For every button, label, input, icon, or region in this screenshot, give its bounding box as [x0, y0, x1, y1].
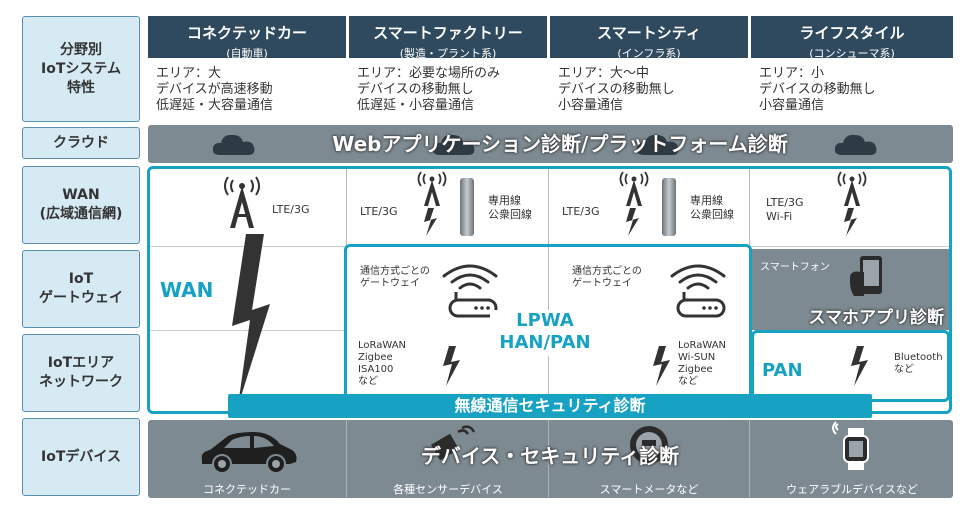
wan-c3-lines: 専用線 公衆回線 [690, 194, 734, 221]
grid-divider [150, 330, 346, 331]
lpwa-label-bg [490, 310, 600, 356]
column-desc-smart-city: エリア：大〜中デバイスの移動無し小容量通信 [558, 66, 675, 113]
wireless-security-text: 無線通信セキュリティ診断 [454, 396, 646, 415]
cloud-icon [212, 134, 255, 155]
car-icon [201, 432, 297, 474]
column-header-smart-factory: スマートファクトリー(製造・プラント系) [349, 16, 547, 60]
row-label-network: IoTエリア ネットワーク [22, 334, 140, 412]
wan-c4-lines: LTE/3G Wi-Fi [766, 196, 804, 223]
lightning-icon [424, 208, 437, 236]
wan-label: WAN [160, 278, 214, 302]
smartphone-icon [850, 256, 882, 296]
sensor-icon [430, 425, 476, 461]
device-security-banner: デバイス・セキュリティ診断 [420, 444, 680, 468]
lightning-icon [626, 208, 639, 236]
grid-divider [749, 420, 750, 498]
grid-divider [346, 420, 347, 498]
device-label-meter: スマートメータなど [599, 483, 699, 496]
wan-c2-lines: 専用線 公衆回線 [488, 194, 532, 221]
wifi-router-icon [670, 264, 726, 318]
antenna-tower-icon [224, 176, 260, 228]
wan-c2-lte: LTE/3G [360, 205, 398, 218]
row-label-gateway: IoT ゲートウェイ [22, 250, 140, 328]
cloud-row [148, 125, 953, 163]
wan-c3-lte: LTE/3G [562, 205, 600, 218]
lpwa-han-pan-label: LPWA HAN/PAN [499, 310, 591, 353]
column-header-connected-car: コネクテッドカー(自動車) [148, 16, 346, 60]
cloud-security-banner: Webアプリケーション診断/プラットフォーム診断 [332, 132, 788, 156]
wireless-security-banner: 無線通信セキュリティ診断 [228, 394, 872, 418]
wan-c1-lte: LTE/3G [272, 203, 310, 216]
smartphone-label: スマートフォン [760, 262, 830, 273]
antenna-tower-icon [619, 171, 649, 206]
column-header-smart-city: スマートシティ(インフラ系) [550, 16, 748, 60]
leased-line-pole-icon [662, 178, 676, 236]
column-desc-smart-factory: エリア：必要な場所のみデバイスの移動無し低遅延・小容量通信 [357, 66, 501, 113]
grid-divider [548, 420, 549, 498]
gateway-c2-text: 通信方式ごとの ゲートウェイ [360, 266, 430, 289]
pan-text: Bluetooth など [894, 352, 943, 375]
lightning-icon [844, 208, 857, 236]
device-label-sensor: 各種センサーデバイス [393, 483, 503, 496]
cloud-icon [636, 134, 679, 155]
antenna-tower-icon [837, 171, 867, 206]
leased-line-pole-icon [460, 178, 474, 236]
lightning-icon [443, 346, 460, 386]
row-label-system: 分野別 IoTシステム 特性 [22, 16, 140, 122]
row-label-device: IoTデバイス [22, 418, 140, 496]
row-label-cloud: クラウド [22, 127, 140, 159]
pan-label: PAN [762, 360, 803, 381]
smartphone-app-banner: スマホアプリ診断 [808, 308, 945, 328]
wifi-router-icon [442, 264, 498, 318]
column-desc-lifestyle: エリア：小デバイスの移動無し小容量通信 [759, 66, 876, 113]
row-label-wan: WAN (広域通信網) [22, 166, 140, 244]
lightning-icon [232, 234, 270, 406]
cloud-icon [834, 134, 877, 155]
gateway-c3-text: 通信方式ごとの ゲートウェイ [572, 266, 642, 289]
smartwatch-icon [832, 421, 869, 470]
network-c2-list: LoRaWAN Zigbee ISA100 など [358, 340, 407, 387]
cloud-icon [432, 134, 475, 155]
smartphone-app-cell [751, 249, 950, 330]
grid-divider [548, 168, 549, 414]
lightning-icon [653, 346, 670, 386]
antenna-tower-icon [417, 171, 447, 206]
smart-meter-icon [630, 426, 668, 464]
grid-divider [346, 168, 347, 248]
device-label-wearable: ウェアラブルデバイスなど [786, 483, 918, 496]
wan-network-frame [147, 166, 952, 414]
column-desc-connected-car: エリア：大デバイスが高速移動低遅延・大容量通信 [156, 66, 274, 113]
column-header-lifestyle: ライフスタイル(コンシューマ系) [751, 16, 953, 60]
grid-divider [749, 168, 750, 248]
device-label-car: コネクテッドカー [203, 483, 291, 496]
network-c3-list: LoRaWAN Wi-SUN Zigbee など [678, 340, 727, 387]
lightning-icon [851, 346, 868, 386]
